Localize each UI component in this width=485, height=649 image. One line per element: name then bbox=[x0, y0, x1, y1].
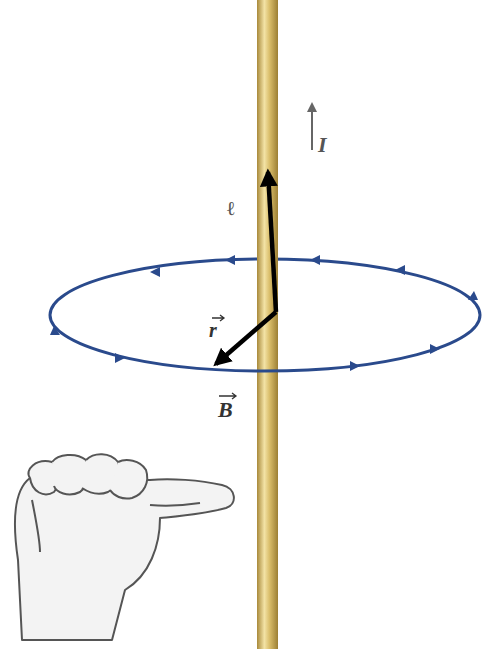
current-label: I bbox=[318, 134, 327, 156]
field-arrows bbox=[50, 255, 478, 371]
right-hand bbox=[15, 454, 234, 640]
length-label: ℓ bbox=[226, 198, 236, 218]
radius-vector bbox=[216, 312, 276, 364]
current-arrow bbox=[311, 104, 313, 150]
length-vector bbox=[268, 172, 276, 312]
field-label: B bbox=[218, 399, 233, 421]
radius-label: r bbox=[209, 320, 217, 340]
